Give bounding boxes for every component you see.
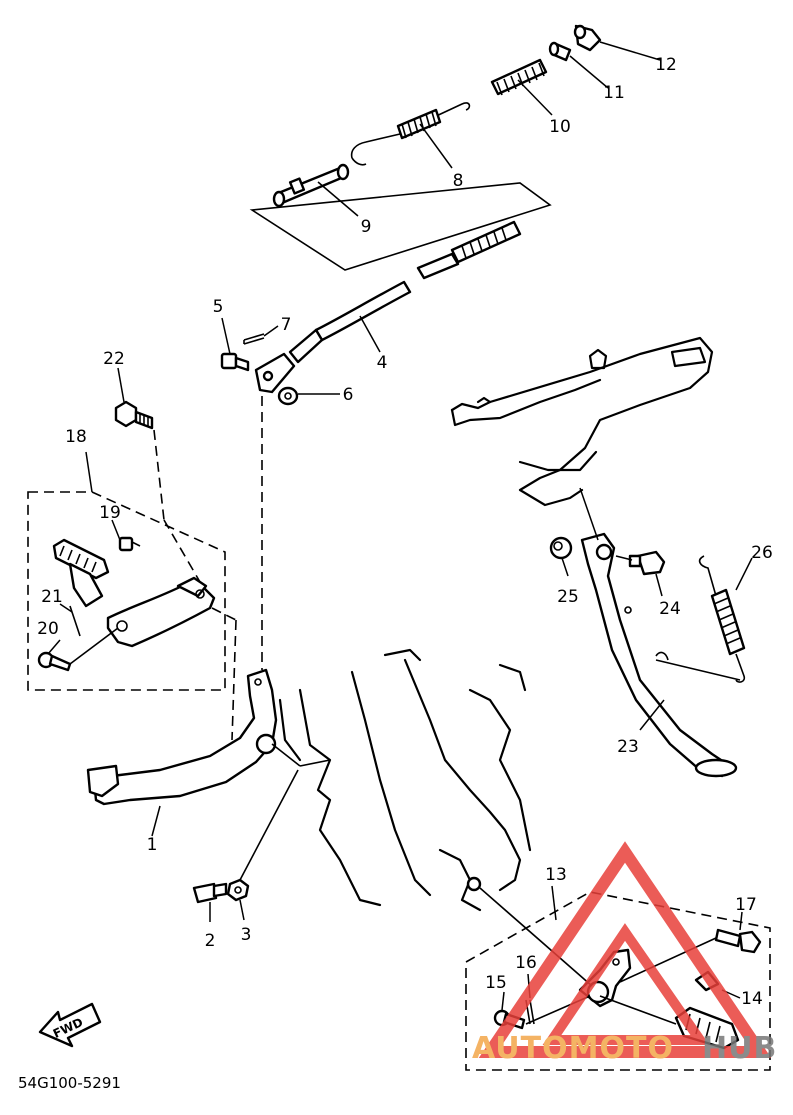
part-19-bolt [118, 536, 141, 552]
part-11-pin [548, 41, 572, 62]
callout-25: 25 [557, 587, 579, 607]
drawing-code: 54G100-5291 [18, 1074, 121, 1092]
callout-20: 20 [37, 619, 59, 639]
watermark: AUTOMOTO HUB [472, 841, 777, 1066]
part-4-cable [254, 220, 522, 394]
callout-14: 14 [741, 989, 763, 1009]
part-5-bolt [220, 352, 250, 372]
callout-2: 2 [205, 931, 216, 951]
part-23-side-stand [580, 532, 738, 778]
part-20-pin [37, 651, 72, 672]
watermark-logo-icon [478, 841, 772, 1058]
frame-outline [278, 336, 714, 912]
callout-12: 12 [655, 55, 677, 75]
part-1-brake-pedal [86, 668, 278, 806]
callout-13: 13 [545, 865, 567, 885]
callout-10: 10 [549, 117, 571, 137]
callout-7: 7 [281, 315, 292, 335]
callout-24: 24 [659, 599, 681, 619]
part-17-bolt [714, 928, 762, 954]
part-22-bolt [114, 400, 154, 430]
part-10-spring [490, 58, 548, 96]
callout-17: 17 [735, 895, 757, 915]
watermark-text-automoto: AUTOMOTO [472, 1031, 674, 1066]
watermark-text-hub: HUB [702, 1031, 777, 1066]
callout-26: 26 [751, 543, 773, 563]
callout-3: 3 [241, 925, 252, 945]
callout-6: 6 [343, 385, 354, 405]
callout-22: 22 [103, 349, 125, 369]
part-26-spring [655, 555, 746, 683]
callout-1: 1 [147, 835, 158, 855]
callout-9: 9 [361, 217, 372, 237]
part-12-cap [573, 24, 602, 52]
part-24-bolt [628, 550, 666, 576]
part-6-washer [277, 386, 299, 406]
callout-15: 15 [485, 973, 507, 993]
fwd-arrow-icon: FWD [38, 1002, 102, 1048]
part-18-footrest-assembly [27, 491, 226, 691]
callout-16: 16 [515, 953, 537, 973]
callout-8: 8 [453, 171, 464, 191]
callout-23: 23 [617, 737, 639, 757]
callout-5: 5 [213, 297, 224, 317]
part-3-nut [226, 878, 250, 902]
part-8-spring [350, 102, 471, 166]
part-21-footpeg [52, 538, 110, 637]
part-7-cotter-pin [243, 333, 265, 345]
part-25-bushing [549, 536, 573, 560]
part-2-bolt [192, 882, 228, 904]
callout-21: 21 [41, 587, 63, 607]
callout-18: 18 [65, 427, 87, 447]
callout-4: 4 [377, 353, 388, 373]
callout-19: 19 [99, 503, 121, 523]
callout-labels: 1 2 3 4 5 6 7 8 9 10 11 12 13 14 15 16 1… [37, 55, 773, 1009]
part-9-rod [249, 163, 552, 271]
callout-11: 11 [603, 83, 625, 103]
